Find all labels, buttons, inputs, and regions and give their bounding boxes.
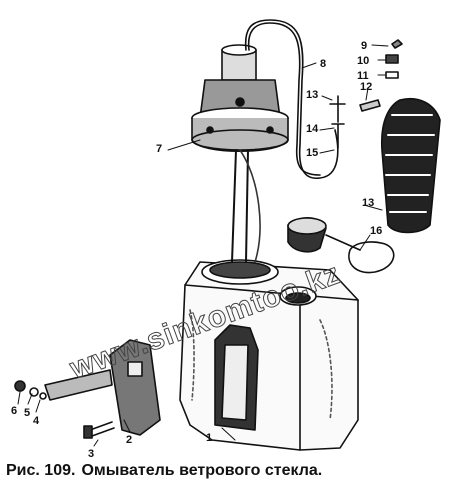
caption-prefix: Рис. 109.	[6, 462, 76, 479]
callout-14: 14	[306, 123, 319, 135]
callout-10: 10	[357, 55, 369, 67]
callout-6: 6	[11, 405, 17, 417]
reservoir-tank	[179, 259, 359, 451]
callout-4: 4	[33, 415, 40, 427]
callout-13-filter: 13	[362, 197, 374, 209]
callout-5: 5	[24, 407, 30, 419]
callout-11: 11	[357, 70, 369, 82]
callout-labels: 1 2 3 4 5 6 7 8 9 10 11 12 13 14 15 13 1…	[11, 40, 382, 460]
caption-title: Омыватель ветрового стекла.	[81, 462, 323, 479]
callout-3: 3	[88, 448, 94, 460]
callout-7: 7	[156, 143, 162, 155]
callout-13: 13	[306, 89, 318, 101]
filler-cap	[287, 217, 395, 274]
fasteners	[14, 380, 115, 439]
strainer-filter	[380, 98, 441, 234]
callout-1: 1	[206, 432, 212, 444]
callout-16: 16	[370, 225, 382, 237]
callout-15: 15	[306, 147, 318, 159]
mounting-bracket	[44, 339, 161, 436]
callout-9: 9	[361, 40, 367, 52]
callout-8: 8	[320, 58, 326, 70]
callout-12: 12	[360, 81, 372, 93]
figure-caption: Рис. 109. Омыватель ветрового стекла.	[6, 458, 456, 484]
pump-motor	[191, 44, 289, 263]
hose-fittings	[329, 39, 403, 149]
leader-lines	[17, 44, 389, 447]
washer-hose	[244, 19, 339, 179]
callout-2: 2	[126, 434, 132, 446]
